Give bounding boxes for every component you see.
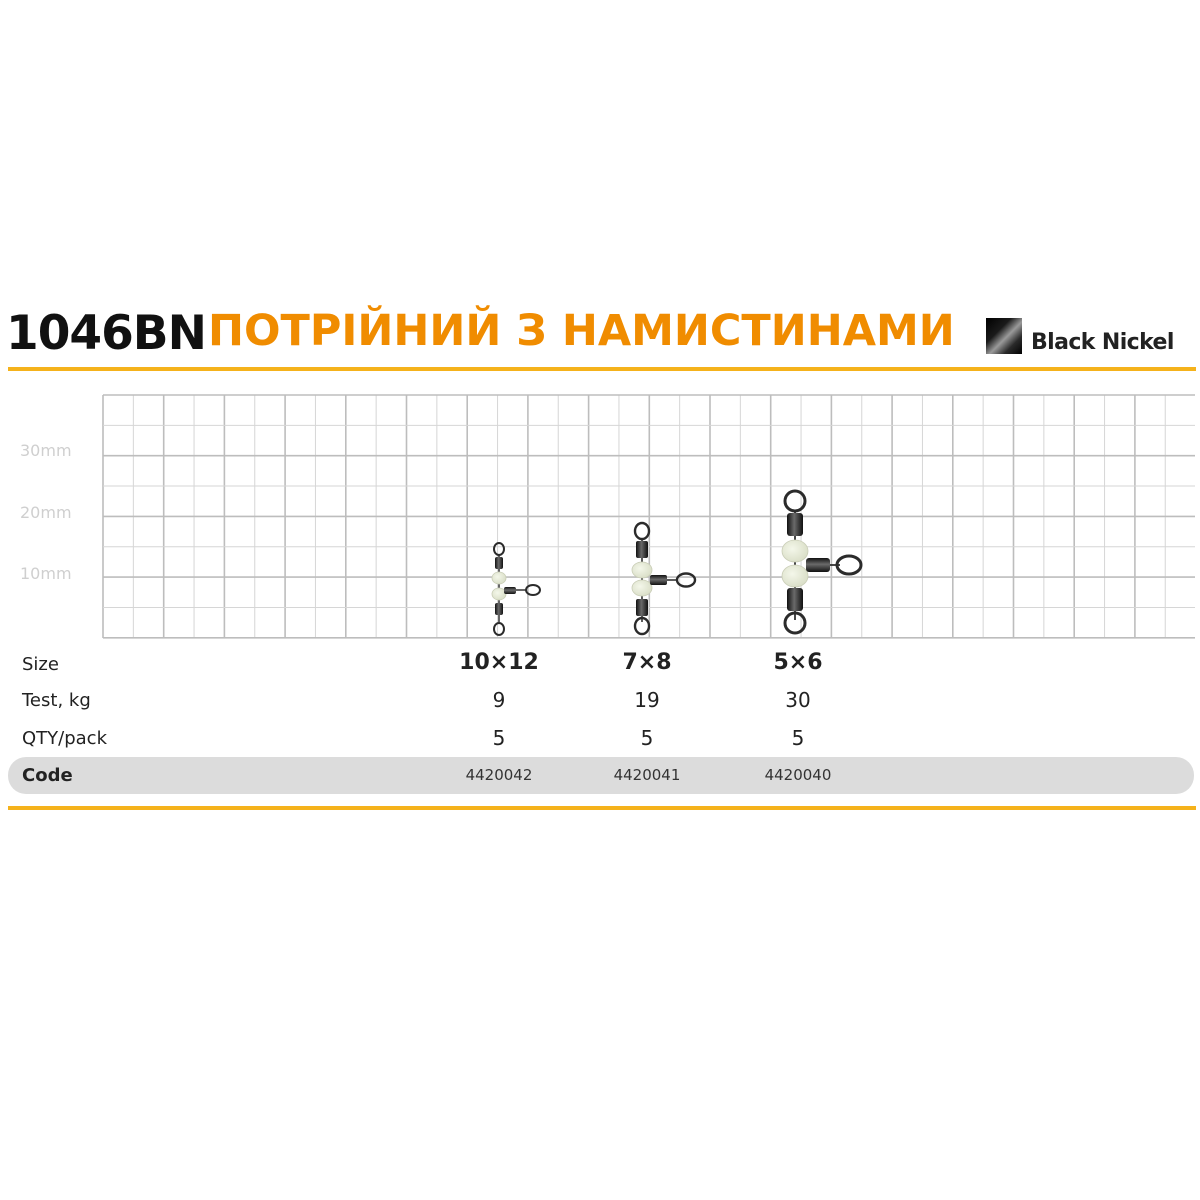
code-value: 4420041 [613,766,681,784]
test-value: 30 [785,688,811,712]
size-value: 5×6 [773,650,823,675]
code-value: 4420040 [764,766,832,784]
row-label-qty: QTY/pack [22,728,107,749]
bottom-divider [8,806,1196,810]
top-divider [8,367,1196,371]
code-row-bar [8,757,1194,794]
swivel-medium-image [631,521,697,636]
qty-value: 5 [640,726,654,750]
size-value: 7×8 [622,650,672,675]
scale-label-10mm: 10mm [20,564,72,583]
swivel-small-image [491,542,541,636]
finish-label: Black Nickel [1031,330,1174,355]
qty-value: 5 [492,726,506,750]
product-code-title: 1046BN [6,306,207,361]
code-value: 4420042 [465,766,533,784]
qty-value: 5 [791,726,805,750]
row-label-test: Test, kg [22,690,91,711]
size-value: 10×12 [459,650,539,675]
product-name-title: ПОТРІЙНИЙ З НАМИСТИНАМИ [208,306,955,356]
scale-label-30mm: 30mm [20,441,72,460]
black-nickel-swatch-icon [986,318,1022,354]
test-value: 19 [634,688,660,712]
test-value: 9 [492,688,506,712]
swivel-large-image [781,489,863,635]
row-label-code: Code [22,765,73,786]
scale-label-20mm: 20mm [20,503,72,522]
row-label-size: Size [22,654,59,675]
